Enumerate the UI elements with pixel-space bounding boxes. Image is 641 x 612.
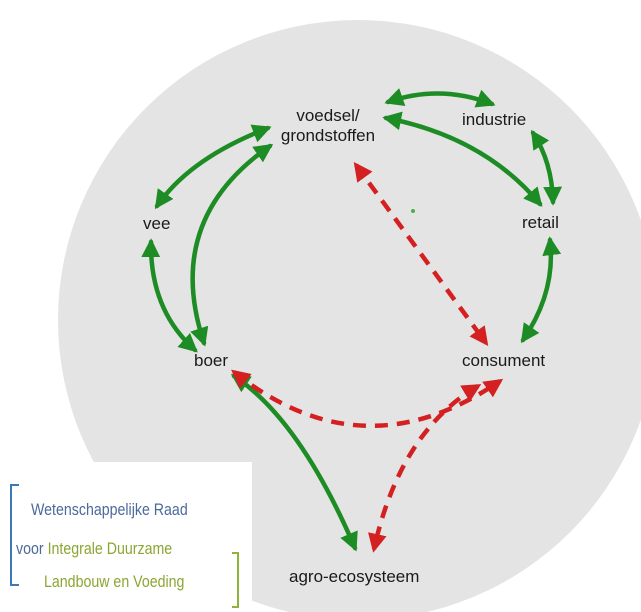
logo-line2-part1: voor bbox=[16, 540, 44, 558]
dashed-arrow-consument-agro bbox=[368, 384, 482, 553]
logo-line3: Landbouw en Voeding bbox=[44, 573, 185, 591]
arrow-retail-consument bbox=[520, 236, 562, 344]
logo-line1: Wetenschappelijke Raad bbox=[31, 501, 188, 519]
arrow-voedsel-retail bbox=[382, 111, 543, 207]
node-agro-ecosysteem: agro-ecosysteem bbox=[289, 567, 420, 586]
arrow-voedsel-boer bbox=[190, 143, 274, 347]
arrow-vee-boer bbox=[141, 238, 198, 353]
dashed-arrow-voedsel-consument bbox=[353, 161, 489, 347]
node-retail: retail bbox=[522, 213, 559, 232]
node-industrie: industrie bbox=[462, 110, 527, 129]
node-vee: vee bbox=[143, 214, 171, 233]
node-voedsel-line2: grondstoffen bbox=[280, 126, 376, 145]
logo-line2-part2: Integrale Duurzame bbox=[47, 540, 173, 558]
node-boer: boer bbox=[194, 351, 229, 370]
node-voedsel-line1: voedsel/ bbox=[296, 106, 360, 125]
logo-bracket-left bbox=[10, 484, 19, 586]
wrld-logo: Wetenschappelijke Raad voor Integrale Du… bbox=[0, 462, 252, 612]
logo-bracket-right bbox=[232, 552, 239, 608]
arrow-voedsel-industrie bbox=[384, 88, 496, 108]
node-consument: consument bbox=[462, 351, 546, 370]
green-dot bbox=[411, 209, 415, 213]
node-voedsel-grondstoffen: voedsel/ grondstoffen bbox=[268, 106, 388, 146]
logo-line2: voor Integrale Duurzame bbox=[16, 539, 172, 559]
